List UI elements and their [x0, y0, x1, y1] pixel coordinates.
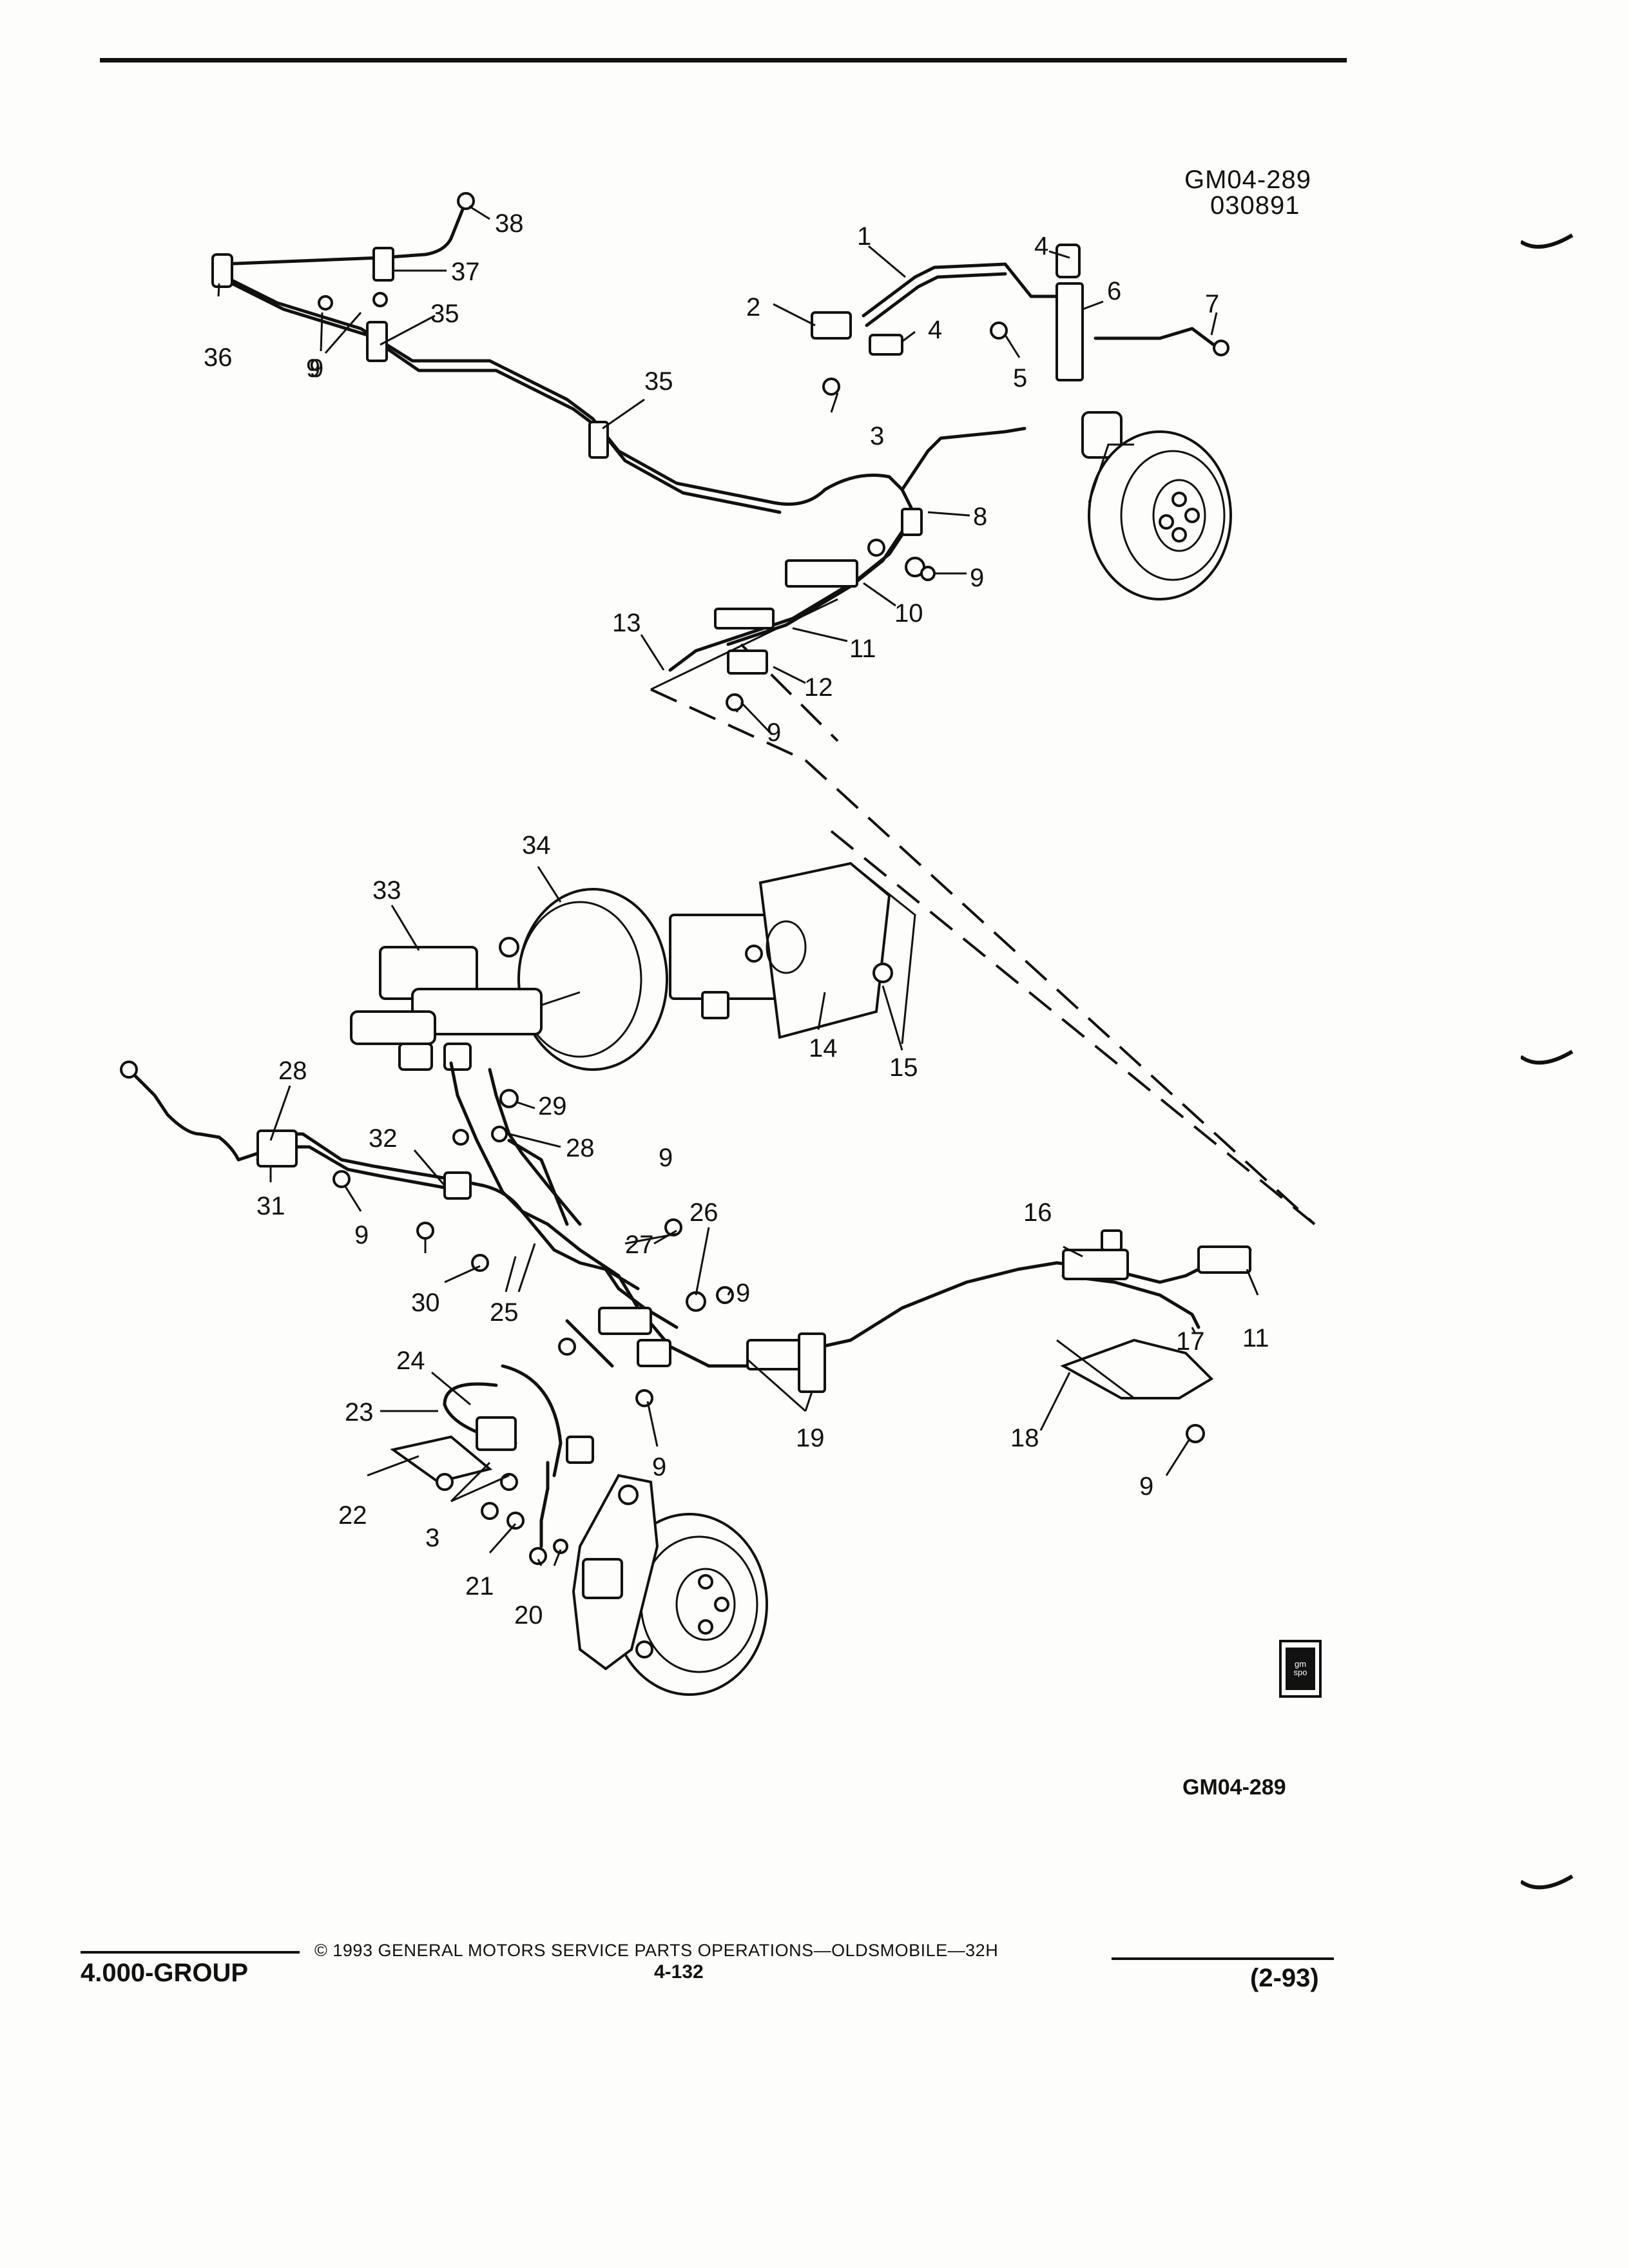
callout-11: 11: [849, 635, 876, 663]
callout-16: 16: [1023, 1198, 1052, 1227]
rear-brake-line: [211, 192, 1027, 711]
callout-9b: 9: [767, 718, 781, 747]
callout-21: 21: [465, 1572, 494, 1600]
callout-9d: 9: [309, 354, 323, 383]
header-rule: [100, 58, 1347, 62]
footer-rule-right: [1112, 1957, 1334, 1960]
callout-8: 8: [973, 503, 987, 531]
power-brake-booster: [517, 861, 916, 1071]
callout-labels: 1 2 3 4 4 5 6 7 8 9 9 9 10 11 12 13 35 3…: [204, 209, 1269, 1629]
callout-18: 18: [1010, 1424, 1039, 1452]
figure-date-code: 030891: [1210, 191, 1300, 220]
callout-9f: 9: [659, 1144, 673, 1172]
callout-35a: 35: [430, 300, 459, 328]
callout-7: 7: [1205, 290, 1219, 318]
callout-14: 14: [809, 1034, 838, 1062]
callout-37: 37: [451, 258, 480, 286]
callout-29: 29: [538, 1092, 567, 1120]
callout-31: 31: [256, 1192, 285, 1220]
callout-36: 36: [204, 343, 233, 372]
callout-28a: 28: [278, 1057, 307, 1085]
callout-4: 4: [1034, 232, 1048, 260]
callout-1: 1: [857, 222, 871, 251]
callout-28b: 28: [566, 1134, 595, 1162]
footer-copyright: © 1993 GENERAL MOTORS SERVICE PARTS OPER…: [314, 1941, 999, 1960]
callout-9c: 9: [306, 354, 320, 383]
figure-id-top: GM04-289: [1184, 166, 1311, 194]
front-brake-hose-and-caliper: [390, 1364, 768, 1696]
footer-revision: (2-93): [1250, 1964, 1319, 1992]
master-cylinder: [350, 937, 581, 1108]
gm-spo-logo: gm spo: [1279, 1640, 1322, 1698]
front-brake-lines: [120, 1061, 1252, 1443]
callout-33: 33: [372, 876, 401, 905]
callout-23: 23: [345, 1398, 374, 1427]
callout-19: 19: [796, 1424, 825, 1452]
callout-9e: 9: [354, 1221, 369, 1249]
callout-9a: 9: [970, 564, 984, 592]
callout-15: 15: [889, 1053, 918, 1082]
leader-lines: [217, 205, 1259, 1566]
connector-line-rear-to-front: [650, 688, 1316, 1225]
callout-32: 32: [369, 1124, 398, 1153]
callout-24: 24: [396, 1347, 425, 1375]
callout-25: 25: [490, 1298, 519, 1327]
callout-9h: 9: [652, 1453, 666, 1481]
callout-35b: 35: [644, 367, 673, 396]
callout-34: 34: [522, 831, 551, 860]
callout-26: 26: [689, 1198, 718, 1227]
callout-12: 12: [804, 673, 833, 702]
binder-edge-marks: [1521, 233, 1574, 1890]
footer-group: 4.000-GROUP: [81, 1959, 249, 1987]
gm-spo-logo-inner: gm spo: [1286, 1648, 1315, 1690]
callout-6: 6: [1107, 277, 1121, 305]
footer-page-number: 4-132: [654, 1961, 704, 1983]
callout-4b: 4: [928, 316, 942, 344]
callout-9g: 9: [736, 1279, 750, 1307]
callout-5: 5: [1013, 364, 1027, 392]
callout-9i: 9: [1139, 1472, 1153, 1501]
callout-30: 30: [411, 1289, 440, 1317]
rear-hose-assembly: [811, 244, 1229, 459]
gm-spo-logo-text: gm spo: [1293, 1659, 1307, 1677]
callout-13: 13: [612, 609, 641, 637]
figure-id-bottom: GM04-289: [1182, 1775, 1286, 1800]
connector-line-right-loop: [830, 830, 1316, 1225]
callout-2: 2: [746, 293, 760, 322]
callout-10: 10: [894, 599, 923, 628]
footer-rule-left: [81, 1951, 300, 1954]
rear-brake-drum: [1088, 430, 1232, 601]
callout-27: 27: [625, 1231, 654, 1259]
callout-11b: 11: [1242, 1324, 1269, 1352]
callout-38: 38: [495, 209, 524, 238]
callout-22: 22: [338, 1501, 367, 1530]
callout-3b: 3: [425, 1524, 439, 1552]
callout-3: 3: [870, 422, 884, 450]
callout-17: 17: [1176, 1327, 1205, 1356]
callout-20: 20: [514, 1601, 543, 1629]
